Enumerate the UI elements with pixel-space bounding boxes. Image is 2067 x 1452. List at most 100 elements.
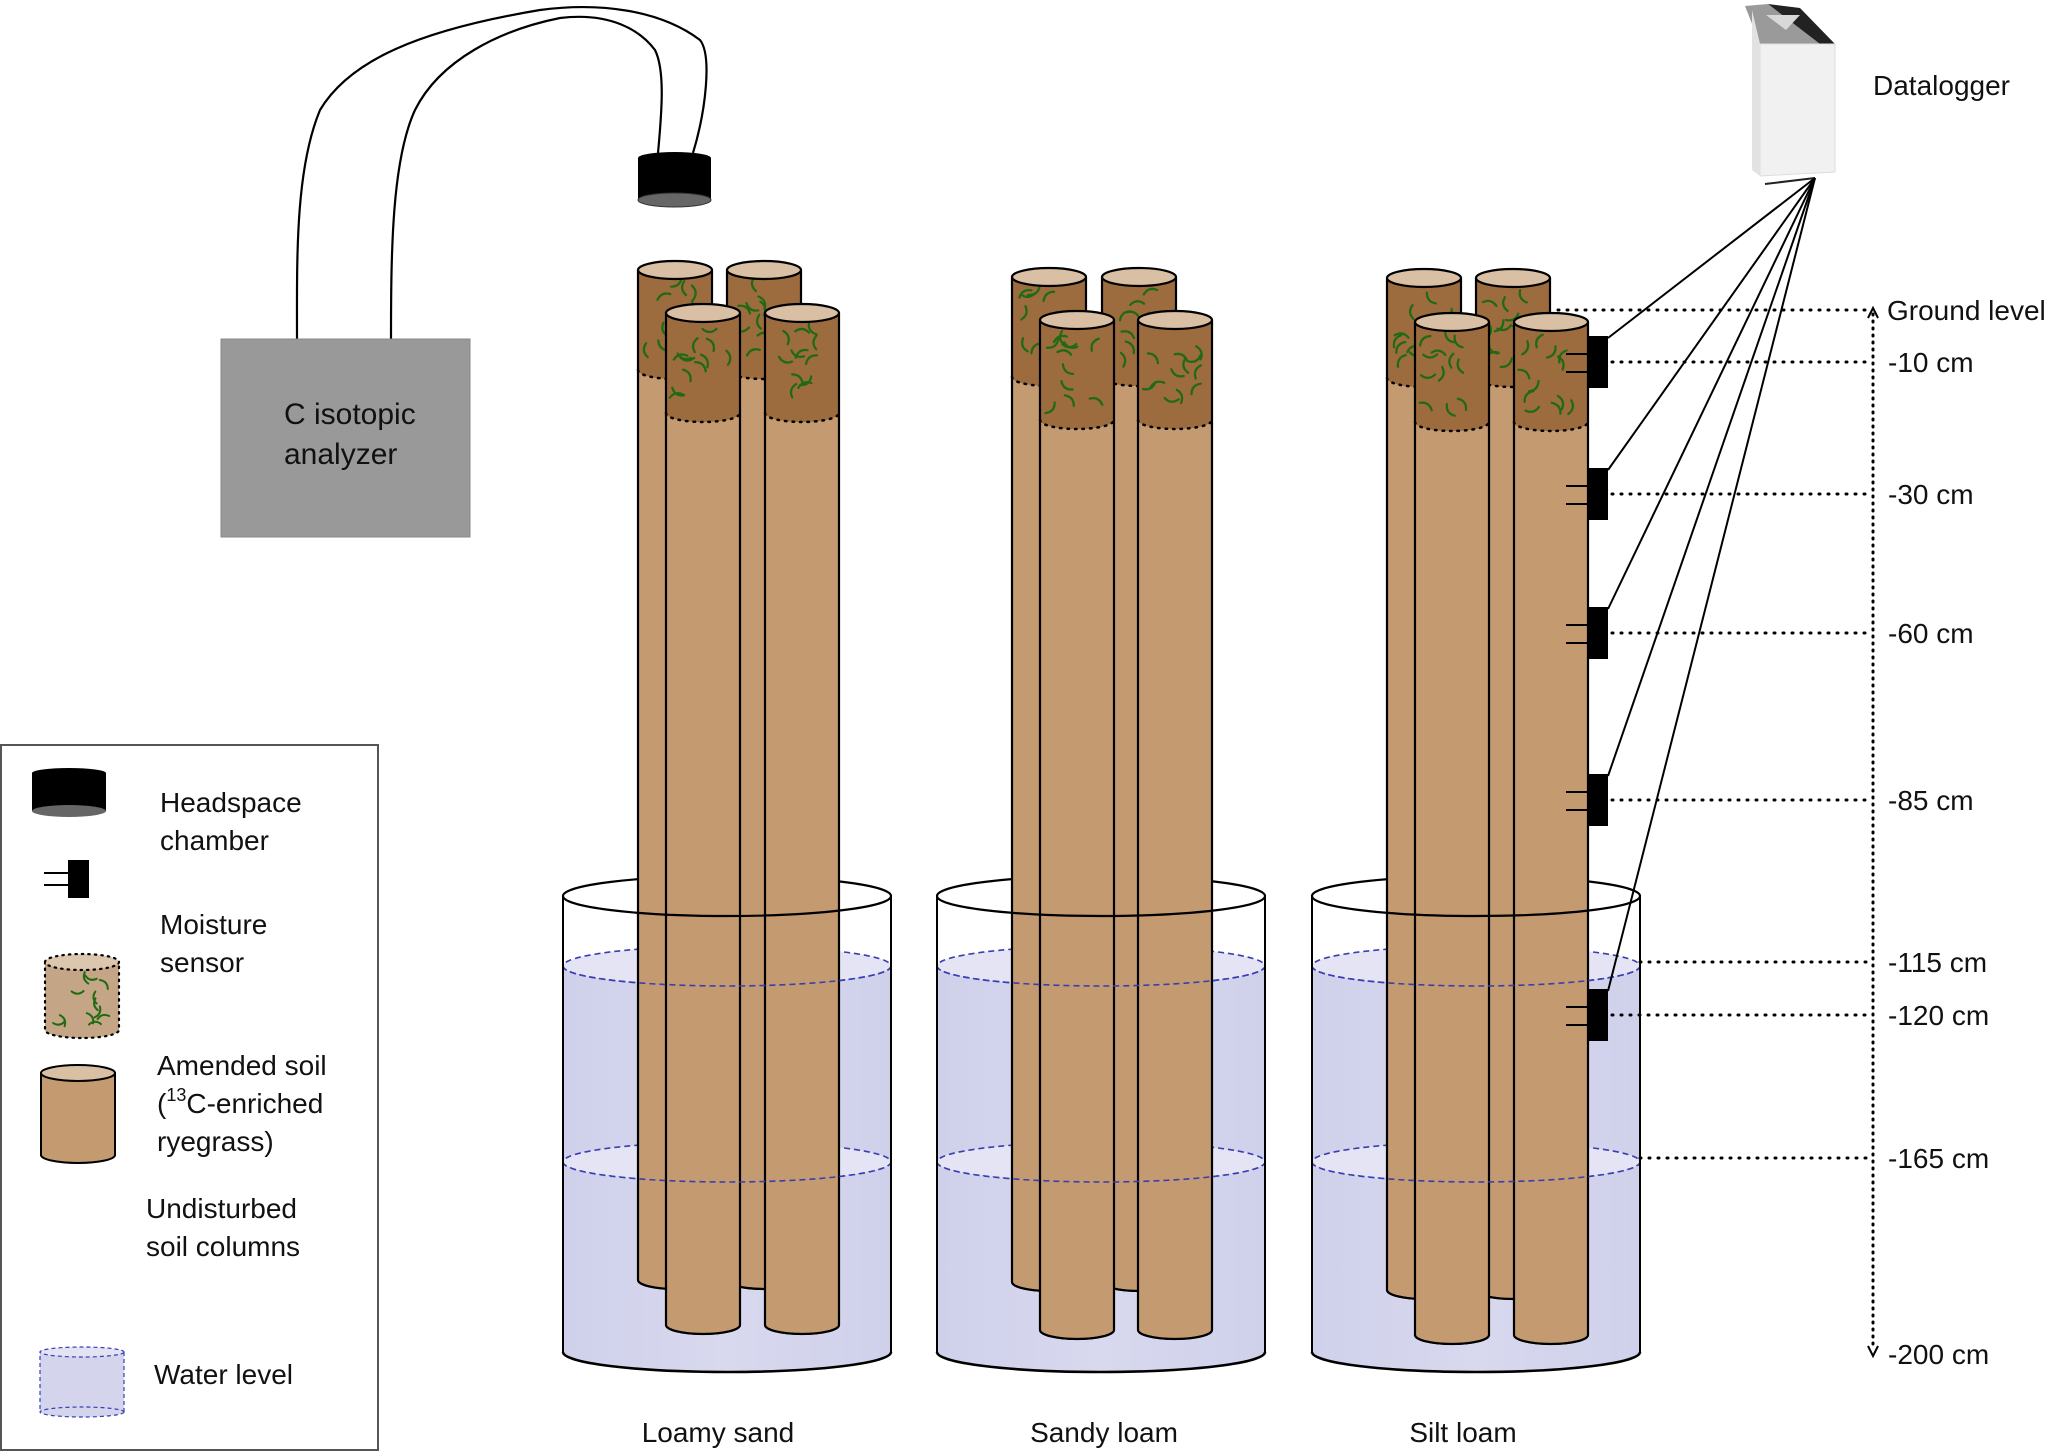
ryegrass-mark — [681, 280, 688, 297]
ryegrass-mark — [1170, 368, 1185, 378]
ryegrass-mark — [1141, 381, 1157, 391]
ryegrass-mark — [701, 327, 718, 334]
legend-headspace-line1: Headspace — [160, 787, 302, 818]
amended-boundary — [1038, 418, 1116, 431]
gas-tube-inner — [389, 15, 663, 340]
gas-tube-outer — [295, 6, 708, 340]
depth-label: -85 cm — [1888, 785, 1974, 816]
amended-soil-layer — [1514, 322, 1588, 431]
column-top — [1413, 311, 1491, 333]
ryegrass-mark — [1163, 397, 1180, 403]
ryegrass-mark — [756, 313, 762, 330]
ryegrass-mark — [1021, 337, 1029, 353]
ryegrass-mark — [1061, 363, 1075, 375]
ryegrass-mark — [1445, 403, 1456, 417]
amended-soil-layer — [765, 313, 839, 422]
container-front-2 — [935, 895, 1267, 1374]
column-top — [1038, 309, 1116, 331]
amended-boundary — [763, 411, 841, 424]
ryegrass-mark — [782, 329, 790, 346]
axis-arrow-down-icon — [1867, 1345, 1879, 1359]
ryegrass-mark — [1187, 354, 1202, 363]
moisture-sensor-2 — [1566, 468, 1608, 520]
soil-column — [1413, 311, 1491, 1346]
column-body — [1138, 320, 1212, 1330]
ryegrass-mark — [1556, 355, 1565, 371]
column-body — [666, 313, 740, 1325]
column-body — [1040, 320, 1114, 1330]
ryegrass-mark — [807, 321, 818, 336]
ryegrass-mark — [93, 997, 99, 1012]
ryegrass-mark — [1523, 390, 1535, 403]
ryegrass-mark — [1149, 380, 1166, 389]
moisture-sensor-icon — [1588, 989, 1608, 1041]
depth-label: -200 cm — [1888, 1339, 1989, 1370]
ryegrass-mark — [1518, 289, 1528, 304]
amended-boundary — [664, 411, 742, 424]
ryegrass-mark — [1090, 337, 1100, 352]
datalogger-icon: Datalogger — [1745, 4, 2010, 185]
isotopic-analyzer: C isotopic analyzer — [220, 338, 471, 538]
legend-amended-soil-icon — [43, 952, 121, 1040]
ryegrass-mark — [92, 990, 98, 1005]
amended-boundary — [1512, 420, 1590, 433]
ryegrass-mark — [1437, 365, 1445, 382]
ryegrass-mark — [1481, 299, 1498, 307]
moisture-sensor-icon — [1588, 468, 1608, 520]
moisture-sensor-4 — [1566, 774, 1608, 826]
ryegrass-mark — [1173, 352, 1189, 362]
moisture-sensor-3 — [1566, 607, 1608, 659]
ryegrass-mark — [1142, 287, 1159, 296]
amended-boundary — [1136, 418, 1214, 431]
ryegrass-mark — [804, 354, 819, 366]
amended-soil-layer — [1040, 320, 1114, 429]
datalogger-wire-1 — [1607, 177, 1816, 339]
ryegrass-mark — [93, 1005, 102, 1019]
ryegrass-mark — [82, 971, 90, 985]
ryegrass-mark — [790, 349, 806, 358]
column-body — [765, 313, 839, 1325]
ryegrass-mark — [1420, 373, 1437, 379]
container-bottom — [935, 1351, 1267, 1374]
amended-soil-layer — [1415, 322, 1489, 431]
depth-label: -120 cm — [1888, 1000, 1989, 1031]
ryegrass-mark — [1120, 330, 1136, 340]
container-rim-front — [935, 895, 1267, 918]
ryegrass-mark — [681, 368, 692, 383]
ryegrass-mark — [705, 337, 716, 353]
column-top — [664, 302, 742, 324]
column-top — [1010, 266, 1088, 288]
group-label-silt-loam: Silt loam — [1409, 1417, 1516, 1448]
ryegrass-mark — [1393, 332, 1410, 339]
ryegrass-mark — [1146, 352, 1159, 365]
ryegrass-mark — [1119, 351, 1127, 368]
ryegrass-mark — [1419, 335, 1432, 347]
column-body — [1514, 322, 1588, 1335]
datalogger-wire-3 — [1607, 177, 1816, 610]
ryegrass-mark — [1456, 358, 1465, 374]
ryegrass-mark — [676, 352, 692, 361]
datalogger-wire-2 — [1607, 177, 1816, 471]
ryegrass-mark — [1190, 382, 1202, 396]
gas-tubes — [295, 6, 708, 340]
ryegrass-mark — [725, 349, 732, 366]
moisture-sensor-icon — [1588, 774, 1608, 826]
group-label-loamy-sand: Loamy sand — [642, 1417, 795, 1448]
soil-column — [1512, 311, 1590, 1346]
ryegrass-mark — [812, 334, 818, 351]
ryegrass-mark — [85, 1012, 95, 1025]
datalogger-label: Datalogger — [1873, 70, 2010, 101]
ryegrass-mark — [70, 990, 85, 995]
axis-arrow-up-icon — [1867, 305, 1879, 319]
container-bottom — [1310, 1351, 1642, 1374]
ryegrass-mark — [1045, 338, 1060, 349]
ryegrass-mark — [1418, 401, 1433, 412]
ryegrass-mark — [1409, 304, 1415, 321]
ryegrass-mark — [690, 284, 697, 301]
ryegrass-mark — [1056, 349, 1073, 356]
amended-boundary — [1413, 420, 1491, 433]
ryegrass-mark — [1124, 340, 1135, 355]
legend: Headspace chamber Moisture sensor Amende… — [0, 744, 379, 1451]
moisture-sensor-icon — [1588, 336, 1608, 388]
ryegrass-mark — [745, 348, 761, 357]
